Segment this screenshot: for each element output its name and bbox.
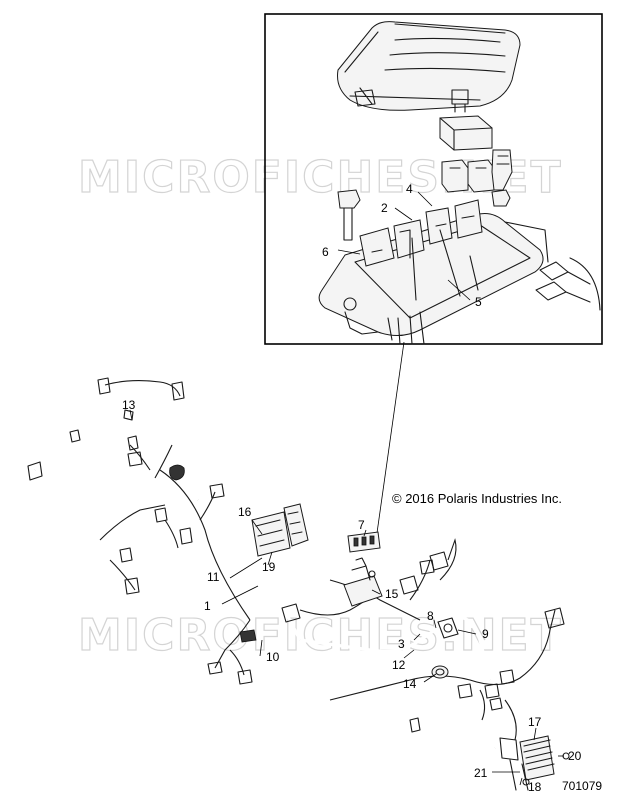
callout-18: 18 bbox=[528, 780, 542, 794]
callout-leaders bbox=[129, 191, 564, 786]
callout-13: 13 bbox=[122, 398, 136, 412]
callout-14: 14 bbox=[403, 677, 417, 691]
callout-8: 8 bbox=[427, 609, 434, 623]
detail-inset-frame bbox=[264, 13, 603, 345]
callout-12: 12 bbox=[392, 658, 406, 672]
regulator-17 bbox=[499, 735, 570, 791]
callout-21: 21 bbox=[474, 766, 488, 780]
callout-16: 16 bbox=[238, 505, 252, 519]
callout-15: 15 bbox=[385, 587, 399, 601]
grommet-14 bbox=[431, 665, 449, 679]
fuse-box-cover bbox=[337, 21, 521, 111]
inset-leader-line bbox=[375, 341, 405, 541]
fuse-box-base bbox=[318, 199, 549, 345]
module-16 bbox=[251, 503, 309, 557]
inset-bolts bbox=[337, 189, 511, 241]
callout-11: 11 bbox=[207, 570, 220, 584]
copyright-notice: © 2016 Polaris Industries Inc. bbox=[392, 491, 562, 506]
callout-2: 2 bbox=[381, 201, 388, 215]
watermark-bottom: MICROFICHES.NET bbox=[78, 610, 563, 661]
bracket-15 bbox=[343, 557, 383, 607]
main-wiring-harness bbox=[99, 444, 556, 755]
callout-20: 20 bbox=[568, 749, 582, 763]
drawing-number: 701079 bbox=[562, 779, 602, 793]
harness-connectors bbox=[119, 451, 565, 733]
branch-harness-13 bbox=[27, 377, 185, 481]
callout-7: 7 bbox=[358, 518, 365, 532]
inset-fuses-relays bbox=[439, 89, 513, 193]
fuse-block-7 bbox=[347, 531, 381, 553]
callout-6: 6 bbox=[322, 245, 329, 259]
callout-9: 9 bbox=[482, 627, 489, 641]
callout-4: 4 bbox=[406, 182, 413, 196]
callout-3: 3 bbox=[398, 637, 405, 651]
inset-ring-terminals bbox=[535, 257, 601, 311]
callout-5: 5 bbox=[475, 295, 482, 309]
callout-17: 17 bbox=[528, 715, 542, 729]
callout-1: 1 bbox=[204, 599, 211, 613]
callout-10: 10 bbox=[266, 650, 280, 664]
callout-19: 19 bbox=[262, 560, 276, 574]
